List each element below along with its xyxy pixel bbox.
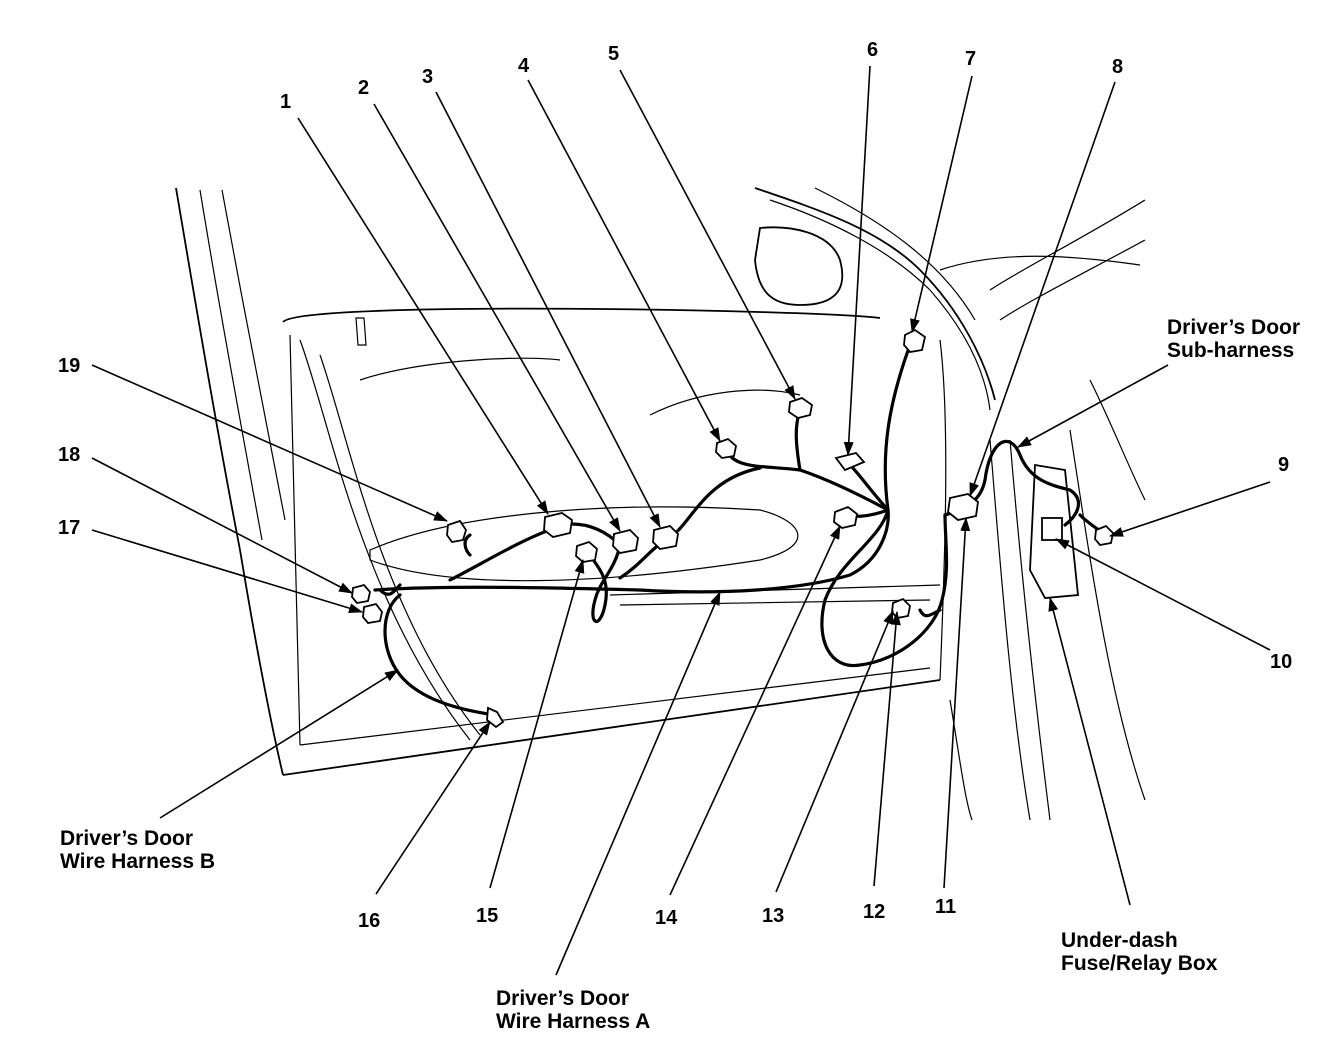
leader-harness-a <box>555 591 721 976</box>
leader-fuse-box <box>1048 597 1131 906</box>
callout-11: 11 <box>935 896 957 918</box>
leader-8 <box>969 81 1116 497</box>
fuse-relay-box-shape <box>1029 463 1079 599</box>
callout-18: 18 <box>58 444 81 466</box>
sub-harness-line-2: Sub-harness <box>1167 339 1295 362</box>
harness-b-line-2: Wire Harness B <box>60 850 216 873</box>
connector-5 <box>788 397 813 419</box>
leader-15 <box>489 559 585 889</box>
harness-b-line-1: Driver’s Door <box>60 827 194 850</box>
callout-4: 4 <box>518 55 530 77</box>
callout-8: 8 <box>1112 56 1124 78</box>
callout-9: 9 <box>1278 454 1290 476</box>
leader-2 <box>373 103 621 532</box>
leader-4 <box>527 79 721 442</box>
leader-7 <box>910 75 973 333</box>
fuse-box-line-2: Fuse/Relay Box <box>1061 952 1218 975</box>
leader-9 <box>1109 481 1271 537</box>
connector-17 <box>362 602 383 624</box>
connector-3 <box>652 525 679 550</box>
connector-13 <box>833 505 858 529</box>
callout-17: 17 <box>58 517 81 539</box>
callout-7: 7 <box>965 48 977 70</box>
leader-14 <box>669 525 841 896</box>
label-under-dash-fuse-relay-box: Under-dash Fuse/Relay Box <box>1061 929 1217 975</box>
harness-a-line-1: Driver’s Door <box>496 987 630 1010</box>
harness-a-line-2: Wire Harness A <box>496 1010 651 1033</box>
label-drivers-door-wire-harness-a: Driver’s Door Wire Harness A <box>496 987 650 1033</box>
callout-3: 3 <box>422 66 434 88</box>
callout-14: 14 <box>655 907 678 929</box>
fuse-box-line-1: Under-dash <box>1061 929 1178 952</box>
leader-10 <box>1055 538 1271 651</box>
callout-1: 1 <box>280 91 292 113</box>
connector-6 <box>834 451 866 472</box>
callout-13: 13 <box>762 905 785 927</box>
callout-10: 10 <box>1270 651 1293 673</box>
callout-19: 19 <box>58 355 81 377</box>
connector-16 <box>486 706 505 729</box>
leader-12 <box>873 611 901 887</box>
leader-17 <box>91 529 363 614</box>
leader-16 <box>375 721 491 895</box>
leader-6 <box>843 65 871 456</box>
connector-7 <box>903 328 927 353</box>
connector-12 <box>891 597 911 619</box>
connector-18 <box>351 583 371 604</box>
leader-18 <box>91 457 353 594</box>
connector-9 <box>1094 524 1114 546</box>
connectors <box>351 328 1114 729</box>
leader-sub-harness <box>1017 364 1169 448</box>
wiring-harness <box>373 343 1107 717</box>
label-drivers-door-sub-harness: Driver’s Door Sub-harness <box>1167 316 1300 362</box>
callout-16: 16 <box>358 910 381 932</box>
label-drivers-door-wire-harness-b: Driver’s Door Wire Harness B <box>60 827 215 873</box>
connector-19 <box>446 519 467 543</box>
leader-lines <box>91 65 1271 976</box>
leader-11 <box>943 517 971 889</box>
callout-15: 15 <box>476 905 499 927</box>
connector-2 <box>612 529 639 554</box>
connector-4 <box>715 437 737 459</box>
callout-12: 12 <box>863 901 886 923</box>
window-frame <box>754 187 1146 411</box>
callout-5: 5 <box>608 43 620 65</box>
sub-harness-line-1: Driver’s Door <box>1167 316 1301 339</box>
leader-harness-b <box>159 669 399 819</box>
leader-5 <box>619 69 796 400</box>
leader-13 <box>775 610 894 893</box>
leader-1 <box>297 117 549 515</box>
callout-6: 6 <box>867 39 879 61</box>
connector-15 <box>575 540 598 563</box>
connector-1 <box>543 512 573 538</box>
callout-2: 2 <box>358 77 370 99</box>
leader-19 <box>91 364 448 522</box>
connector-11 <box>947 493 979 521</box>
leader-3 <box>435 91 661 528</box>
body-pillar <box>949 379 1146 821</box>
